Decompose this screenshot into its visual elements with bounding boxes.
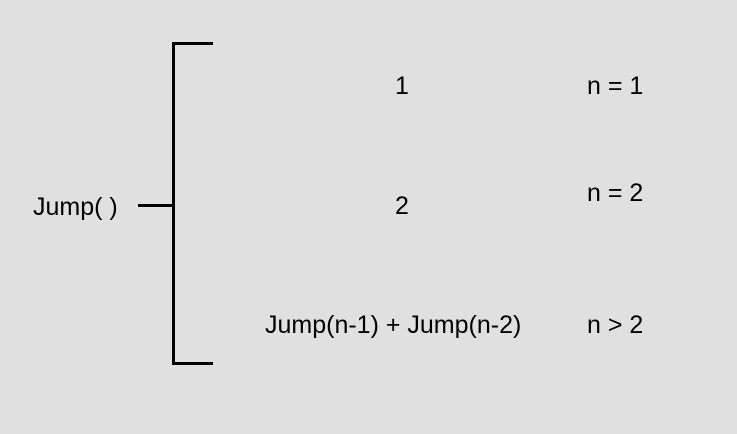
bracket-vertical-line [172, 42, 175, 365]
bracket-top-arm [172, 42, 213, 45]
case-1-condition: n = 1 [587, 72, 644, 100]
case-3-condition: n > 2 [587, 311, 644, 339]
connector-line [138, 204, 175, 207]
function-label: Jump( ) [33, 193, 118, 221]
case-2-condition: n = 2 [587, 179, 644, 207]
case-3-value: Jump(n-1) + Jump(n-2) [265, 311, 522, 339]
bracket-bottom-arm [172, 362, 213, 365]
case-1-value: 1 [395, 72, 409, 100]
case-2-value: 2 [395, 192, 409, 220]
